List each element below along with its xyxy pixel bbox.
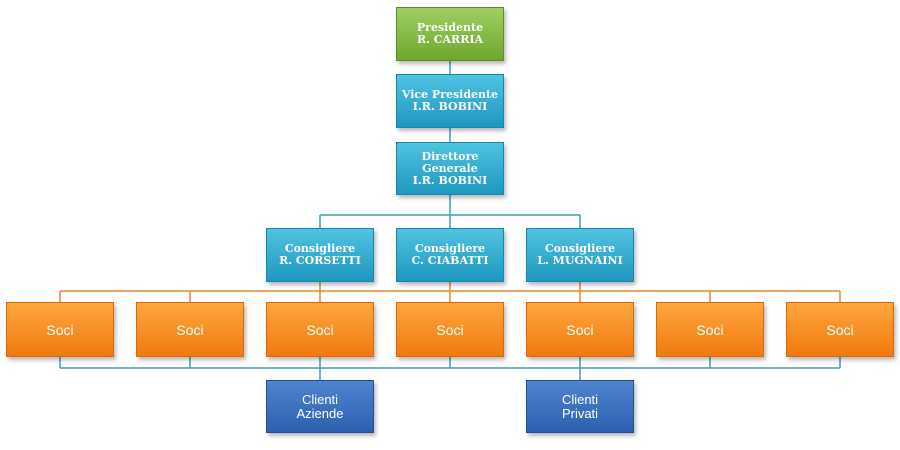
general-director-box: Direttore Generale I.R. BOBINI bbox=[396, 142, 504, 195]
member-box-5: Soci bbox=[526, 302, 634, 357]
client-box-companies: Clienti Aziende bbox=[266, 380, 374, 433]
president-name: R. CARRIA bbox=[416, 33, 484, 46]
client-line2: Aziende bbox=[296, 405, 344, 421]
member-box-7: Soci bbox=[786, 302, 894, 357]
advisor-name: R. CORSETTI bbox=[279, 254, 361, 267]
member-box-2: Soci bbox=[136, 302, 244, 357]
member-label: Soci bbox=[176, 321, 204, 338]
member-box-1: Soci bbox=[6, 302, 114, 357]
member-label: Soci bbox=[46, 321, 74, 338]
member-label: Soci bbox=[826, 321, 854, 338]
advisor-role: Consigliere bbox=[414, 242, 486, 255]
member-label: Soci bbox=[306, 321, 334, 338]
vice-president-box: Vice Presidente I.R. BOBINI bbox=[396, 74, 504, 128]
advisor-box-1: Consigliere R. CORSETTI bbox=[266, 228, 374, 282]
advisor-role: Consigliere bbox=[544, 242, 616, 255]
advisor-name: L. MUGNAINI bbox=[537, 254, 623, 267]
general-director-role-line2: Generale bbox=[422, 161, 478, 175]
general-director-role-line1: Direttore bbox=[421, 149, 479, 163]
member-label: Soci bbox=[566, 321, 594, 338]
advisor-box-2: Consigliere C. CIABATTI bbox=[396, 228, 504, 282]
president-role: Presidente bbox=[416, 21, 484, 34]
advisor-box-3: Consigliere L. MUGNAINI bbox=[526, 228, 634, 282]
client-line1: Clienti bbox=[301, 391, 339, 407]
president-box: Presidente R. CARRIA bbox=[396, 7, 504, 61]
member-label: Soci bbox=[436, 321, 464, 338]
client-box-private: Clienti Privati bbox=[526, 380, 634, 433]
advisor-name: C. CIABATTI bbox=[411, 254, 489, 267]
member-label: Soci bbox=[696, 321, 724, 338]
general-director-name: I.R. BOBINI bbox=[412, 173, 488, 187]
member-box-3: Soci bbox=[266, 302, 374, 357]
member-box-4: Soci bbox=[396, 302, 504, 357]
client-line2: Privati bbox=[561, 405, 599, 421]
member-box-6: Soci bbox=[656, 302, 764, 357]
vice-president-role: Vice Presidente bbox=[401, 88, 499, 101]
advisor-role: Consigliere bbox=[284, 242, 356, 255]
client-line1: Clienti bbox=[561, 391, 599, 407]
vice-president-name: I.R. BOBINI bbox=[412, 100, 488, 113]
